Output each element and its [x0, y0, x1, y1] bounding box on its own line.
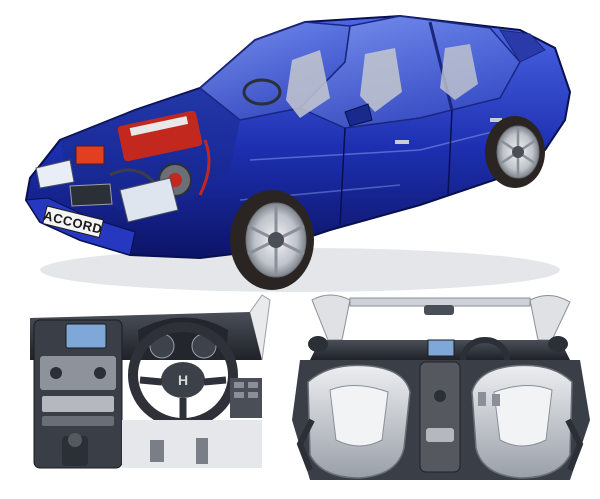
rear-wheel [485, 116, 545, 188]
cutaway-car: ACCORD [24, 14, 572, 292]
right-mirror [548, 336, 568, 352]
fog-light [119, 177, 179, 223]
headlight [35, 159, 75, 189]
front-wheel [230, 190, 314, 290]
front-seat-visible [286, 44, 478, 118]
rear-view-mirror [424, 305, 454, 315]
engine-bay [60, 88, 240, 210]
dashboard-view: H [30, 294, 271, 469]
gear-knob [68, 433, 82, 447]
center-console [419, 361, 461, 473]
interior-top-view [292, 294, 590, 480]
left-mirror [308, 336, 328, 352]
grille [69, 183, 113, 207]
svg-text:H: H [178, 372, 188, 388]
left-seat [296, 364, 411, 479]
right-seat [471, 364, 584, 479]
nav-screen [65, 323, 107, 349]
